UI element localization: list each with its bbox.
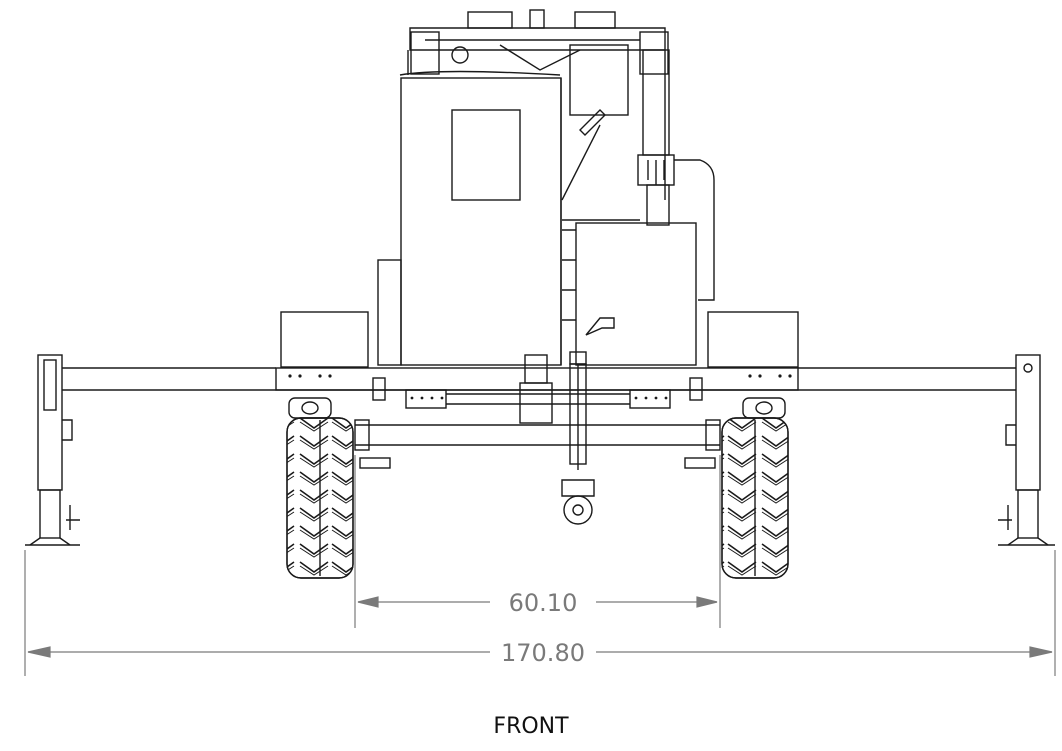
mast-assembly — [399, 9, 669, 200]
left-tire — [286, 417, 354, 579]
right-fender — [707, 311, 799, 368]
left-outrigger-leg — [25, 354, 80, 546]
cab — [400, 77, 562, 366]
mounting-holes — [288, 374, 792, 400]
right-tire — [721, 417, 789, 579]
view-label: FRONT — [493, 714, 569, 739]
right-outrigger-leg — [998, 354, 1055, 546]
right-tail-light — [742, 397, 786, 419]
hitch-jack — [519, 317, 615, 525]
machine-outline — [25, 9, 1055, 579]
hydraulic-column — [561, 49, 715, 301]
dimension-track-width — [354, 455, 721, 628]
dimension-overall-width — [24, 550, 1056, 676]
overall-width-label: 170.80 — [501, 639, 585, 667]
chassis-beam — [275, 367, 799, 409]
left-fender — [280, 311, 369, 368]
track-width-label: 60.10 — [509, 589, 578, 617]
left-tail-light — [288, 397, 332, 419]
axle — [354, 419, 721, 469]
engine-housing — [377, 219, 697, 366]
outrigger-beams — [62, 367, 1016, 391]
